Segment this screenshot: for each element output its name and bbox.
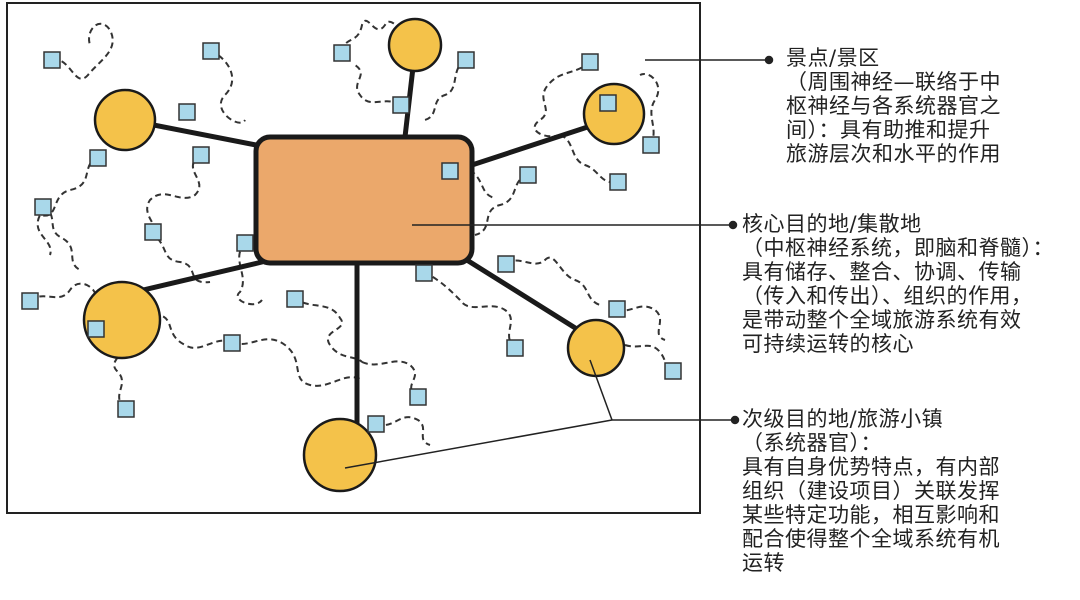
- dashed-path: [42, 206, 81, 271]
- project-square: [178, 103, 196, 121]
- secondary-destination-node: [302, 417, 378, 493]
- project-square: [409, 388, 427, 406]
- annotation-scenic-spot: 景点/景区 （周围神经—联络于中 枢神经与各系统器官之 间）：具有助推和提升 旅…: [786, 46, 1001, 166]
- dashed-path: [423, 271, 516, 349]
- leader-dot-core: [728, 220, 738, 230]
- leader-line-secondary-a: [589, 359, 613, 421]
- dashed-path: [149, 231, 211, 284]
- dashed-path: [129, 313, 233, 349]
- secondary-destination-node: [566, 318, 626, 378]
- project-square: [236, 234, 254, 252]
- nodes: [82, 17, 646, 493]
- project-square: [333, 44, 351, 62]
- dashed-path: [375, 416, 431, 446]
- project-square: [21, 292, 39, 310]
- project-square: [497, 255, 515, 273]
- leader-dot-secondary: [730, 415, 740, 425]
- project-square: [664, 362, 682, 380]
- project-square: [87, 320, 105, 338]
- connectors: [119, 47, 618, 428]
- dashed-path: [424, 59, 466, 121]
- project-square: [599, 94, 617, 112]
- leader-line-secondary-b: [344, 419, 613, 469]
- dashed-path: [505, 256, 601, 306]
- project-square: [581, 53, 599, 71]
- dashed-path: [474, 174, 529, 236]
- project-square: [89, 149, 107, 167]
- connector-line: [459, 254, 591, 339]
- dashed-path: [624, 344, 674, 373]
- dashed-path: [51, 22, 114, 80]
- dashed-path: [559, 134, 619, 184]
- project-square: [608, 300, 626, 318]
- dashed-path: [231, 338, 363, 387]
- annotation-core-destination: 核心目的地/集散地 （中枢神经系统，即脑和脊髓）： 具有储存、整合、协调、传输 …: [742, 212, 1054, 356]
- project-square: [441, 162, 459, 180]
- project-square: [117, 400, 135, 418]
- project-square: [192, 146, 210, 164]
- project-square: [144, 223, 162, 241]
- dashed-path: [639, 73, 660, 146]
- project-squares: [21, 42, 682, 433]
- scenic-spot-node: [387, 17, 443, 73]
- project-square: [609, 173, 627, 191]
- dashed-path: [36, 156, 99, 256]
- project-square: [367, 415, 385, 433]
- annotation-secondary-destination: 次级目的地/旅游小镇 （系统器官）： 具有自身优势特点，有内部 组织（建设项目）…: [742, 407, 1000, 575]
- dashed-paths: [29, 19, 674, 446]
- project-square: [223, 334, 241, 352]
- project-square: [506, 339, 524, 357]
- project-square: [34, 198, 52, 216]
- dashed-path: [209, 49, 246, 124]
- project-square: [392, 96, 410, 114]
- scenic-spot-node: [582, 82, 646, 146]
- project-square: [415, 264, 433, 282]
- dashed-path: [293, 297, 363, 363]
- dashed-path: [361, 360, 419, 398]
- dashed-path: [354, 64, 401, 106]
- project-square: [202, 42, 220, 60]
- dashed-path: [236, 242, 263, 306]
- project-square: [457, 51, 475, 69]
- core-destination-hub: [253, 134, 475, 266]
- dashed-path: [616, 305, 666, 341]
- leader-lines: [344, 55, 774, 469]
- project-square: [286, 290, 304, 308]
- scenic-spot-node: [93, 88, 157, 152]
- dashed-path: [29, 282, 97, 301]
- diagram-frame: [6, 2, 701, 514]
- dashed-path: [533, 61, 591, 138]
- project-square: [43, 51, 61, 69]
- project-square: [642, 136, 660, 154]
- leader-dot-scenic: [764, 55, 774, 65]
- secondary-destination-node: [82, 280, 162, 360]
- project-square: [519, 166, 537, 184]
- dashed-path: [146, 154, 201, 233]
